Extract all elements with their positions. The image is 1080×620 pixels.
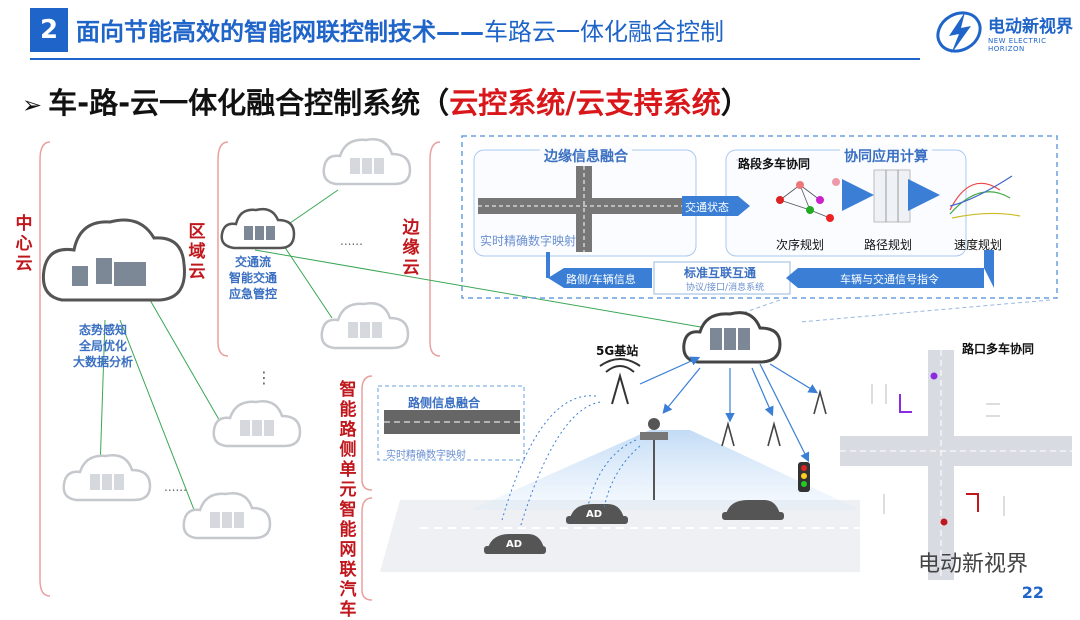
label-edge-cloud: 边缘云	[402, 218, 420, 278]
base-station-label: 5G基站	[596, 344, 639, 358]
label-connected-vehicles: 智能网联汽车	[339, 500, 357, 620]
page-number: 22	[1021, 583, 1044, 602]
label-roadside-unit: 智能路侧单元	[339, 380, 357, 500]
interop-title: 标准互联互通	[684, 266, 757, 280]
order-planning-label: 次序规划	[776, 238, 825, 252]
wechat-watermark: 电动新视界	[918, 552, 1029, 577]
edge-fusion-title: 边缘信息融合	[540, 146, 632, 166]
interop-sub: 协议/接口/消息系统	[686, 283, 765, 293]
coop-title: 路段多车协同	[738, 157, 811, 171]
ellipsis-2: ......	[164, 480, 187, 494]
roadside-fusion-sub: 实时精确数字映射	[386, 450, 466, 461]
ellipsis-1: ......	[340, 234, 363, 248]
vehicle-ad-1: AD	[506, 539, 523, 550]
ellipsis-vertical: ⋮	[256, 368, 272, 387]
signal-command: 车辆与交通信号指令	[840, 273, 939, 286]
traffic-state-label: 交通状态	[685, 201, 729, 214]
logo-name: 电动新视界	[988, 17, 1073, 37]
label-region-cloud: 区域云	[188, 222, 206, 282]
intersection-label: 路口多车协同	[962, 342, 1035, 356]
header: 2 面向节能高效的智能网联控制技术——车路云一体化融合控制 电动新视界 NEW …	[0, 0, 1080, 62]
center-cloud-desc: 态势感知全局优化大数据分析	[72, 323, 133, 369]
path-planning-label: 路径规划	[864, 238, 913, 252]
logo-icon	[936, 11, 982, 54]
header-underline	[30, 58, 920, 60]
logo-english: NEW ELECTRIC HORIZON	[988, 37, 1047, 53]
speed-planning-label: 速度规划	[954, 238, 1003, 252]
region-cloud-desc: 交通流智能交通应急管控	[228, 255, 277, 301]
vehicle-ad-2: AD	[586, 509, 603, 520]
roadside-vehicle-info: 路侧/车辆信息	[566, 273, 636, 286]
edge-fusion-sub: 实时精确数字映射	[480, 234, 577, 248]
label-center-cloud: 中心云	[15, 214, 33, 274]
compute-title: 协同应用计算	[840, 146, 932, 166]
section-number: 2	[30, 8, 68, 52]
page-title: 面向节能高效的智能网联控制技术——车路云一体化融合控制	[76, 18, 724, 46]
roadside-fusion: 路侧信息融合	[408, 396, 481, 410]
section-title: ➢车-路-云一体化融合控制系统（云控系统/云支持系统）	[22, 86, 750, 120]
